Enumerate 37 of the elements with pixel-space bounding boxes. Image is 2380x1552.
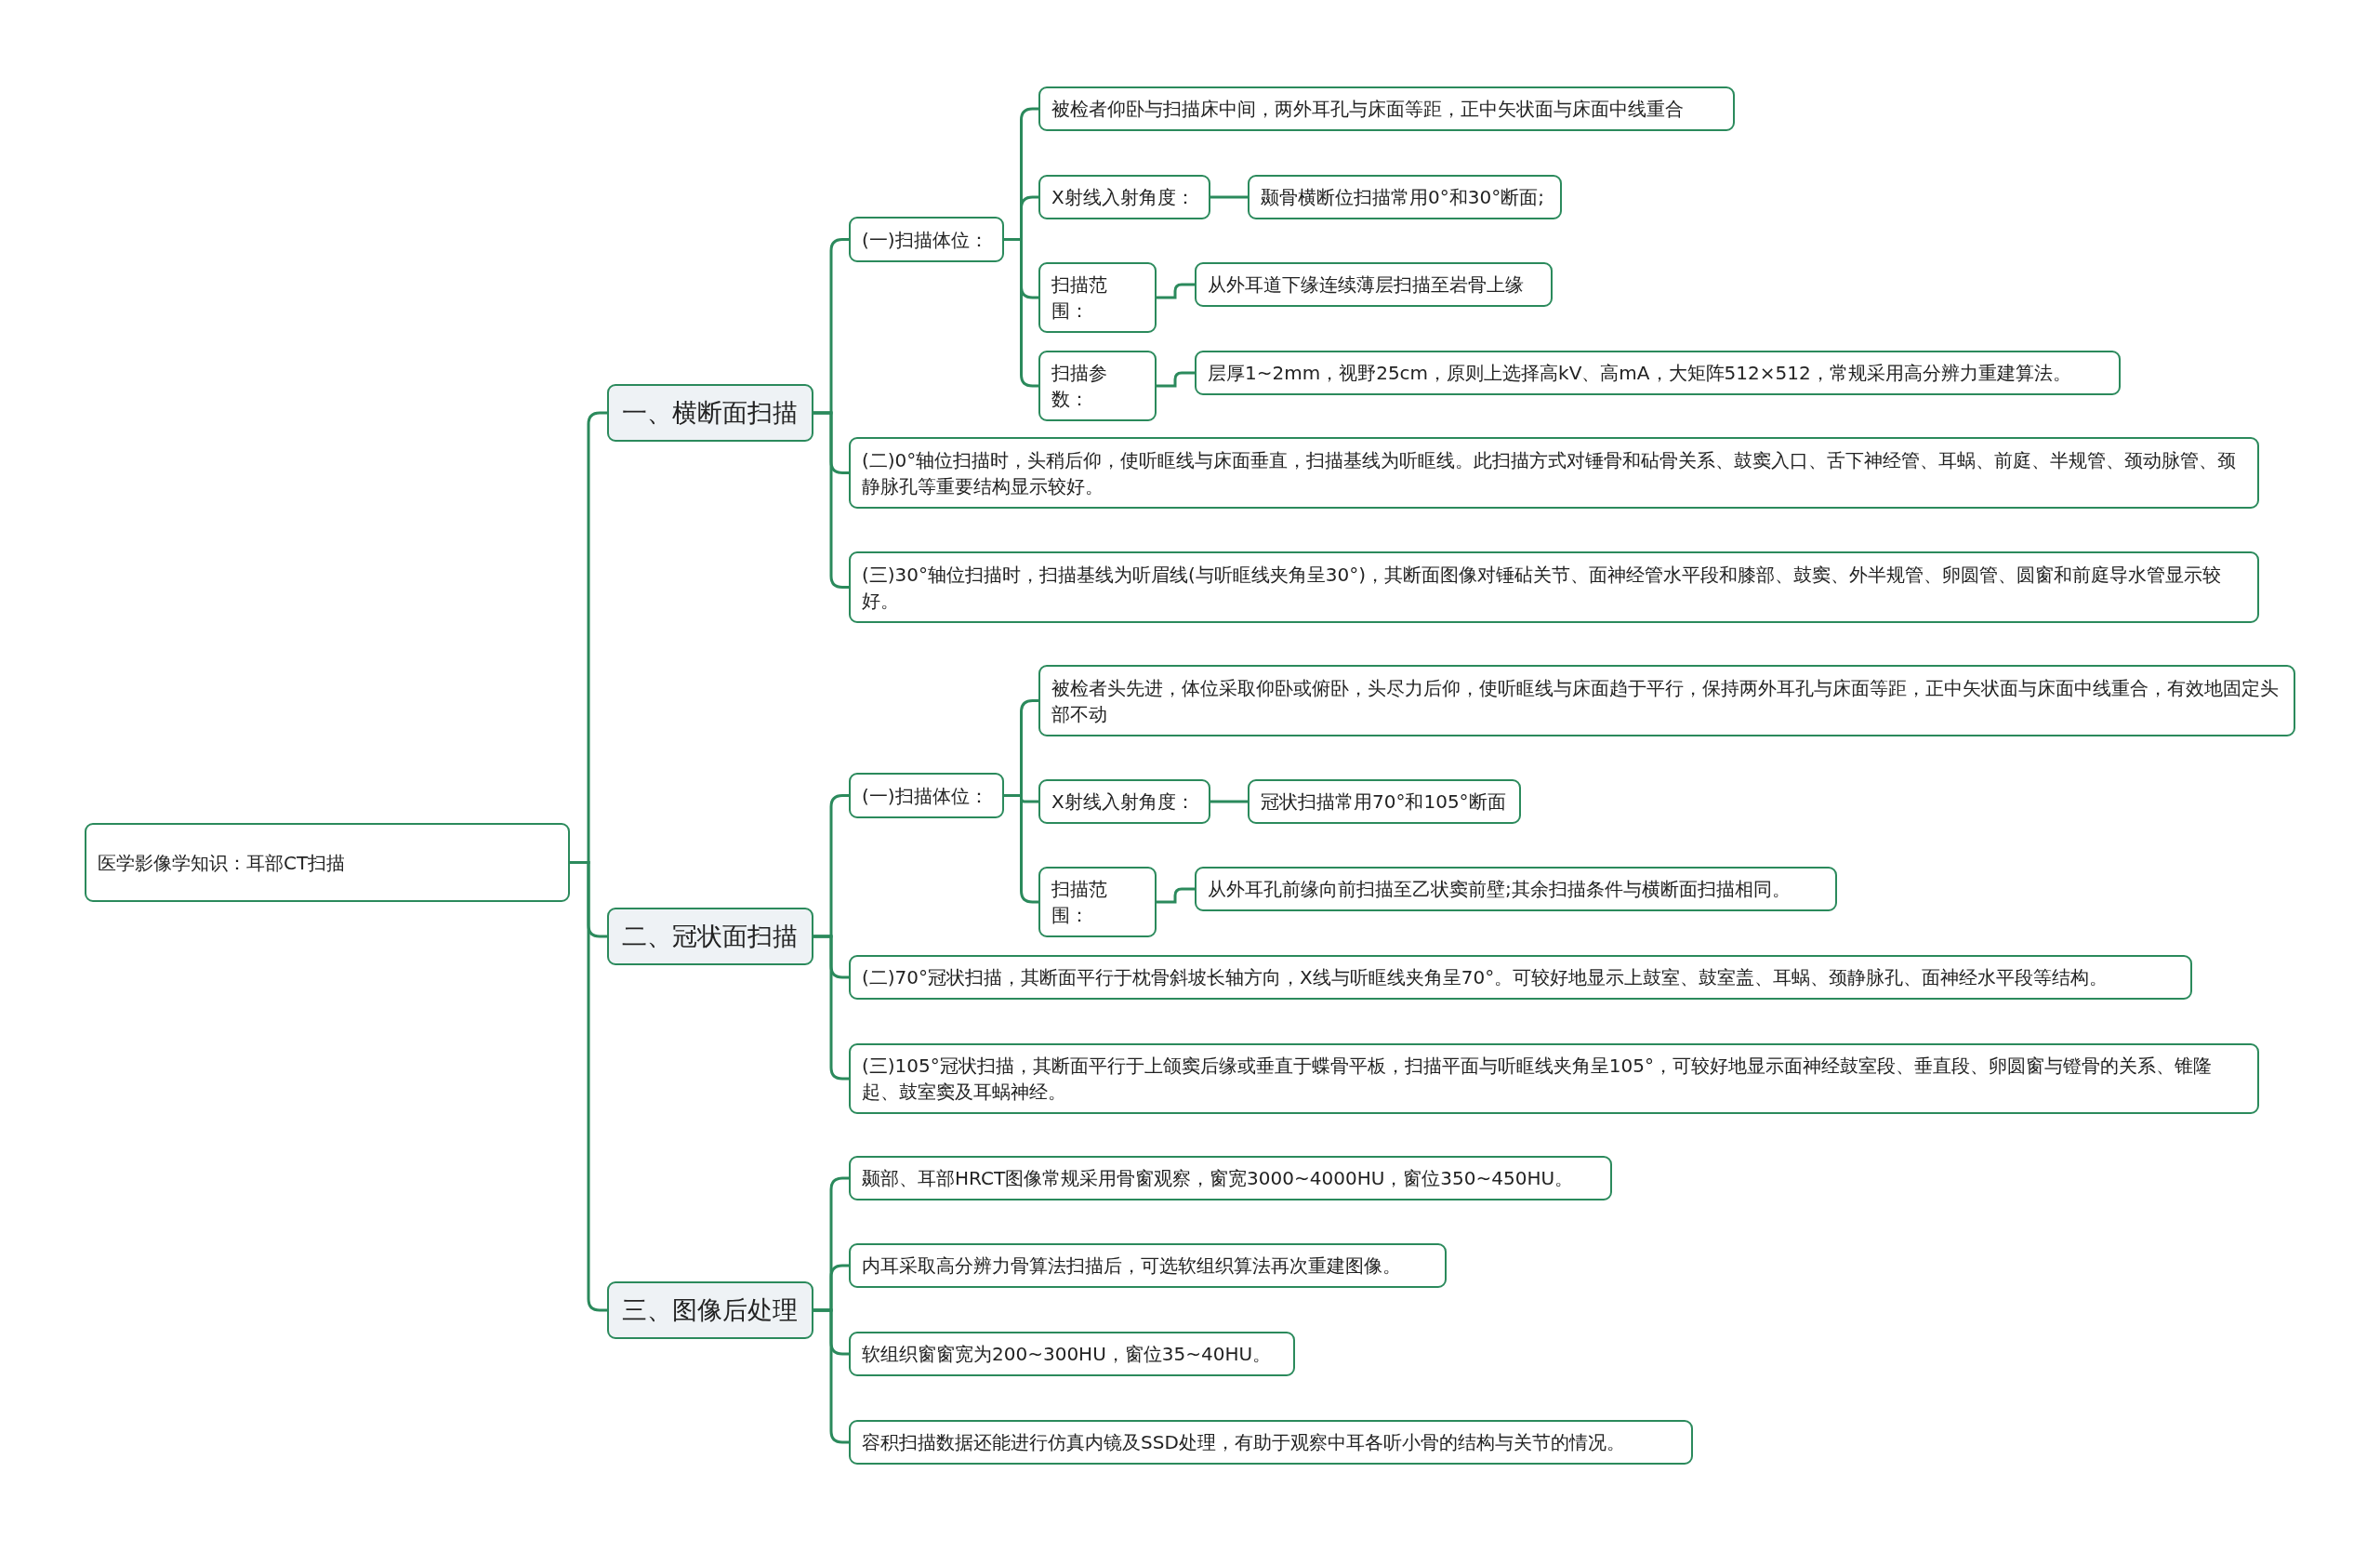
subtopic-box: (三)30°轴位扫描时，扫描基线为听眉线(与听眶线夹角呈30°)，其断面图像对锤砧关节、面神经管水平段和膝部、鼓窦、外半规管、卵圆管、圆窗和前庭导水管显示较好。 bbox=[849, 551, 2259, 623]
subtopic-box: 从外耳道下缘连续薄层扫描至岩骨上缘 bbox=[1195, 262, 1553, 307]
subtopic-box: 被检者头先进，体位采取仰卧或俯卧，头尽力后仰，使听眶线与床面趋于平行，保持两外耳孔与床面等距，正中矢状面与床面中线重合，有效地固定头部不动 bbox=[1038, 665, 2295, 736]
subtopic-box: 冠状扫描常用70°和105°断面 bbox=[1248, 779, 1521, 824]
connector-line bbox=[1157, 283, 1195, 299]
subtopic-box: 内耳采取高分辨力骨算法扫描后，可选软组织算法再次重建图像。 bbox=[849, 1243, 1447, 1288]
connector-line bbox=[1004, 238, 1038, 388]
subtopic-box: (二)0°轴位扫描时，头稍后仰，使听眶线与床面垂直，扫描基线为听眶线。此扫描方式对锤骨和砧骨关系、鼓窦入口、舌下神经管、耳蜗、前庭、半规管、颈动脉管、颈静脉孔等重要结构显示较好。 bbox=[849, 437, 2259, 509]
branch-topic: 二、冠状面扫描 bbox=[607, 908, 813, 965]
subtopic-box: 扫描参数： bbox=[1038, 351, 1157, 421]
connector-line bbox=[813, 1308, 849, 1444]
subtopic-box: 颞部、耳部HRCT图像常规采用骨窗观察，窗宽3000~4000HU，窗位350~450HU。 bbox=[849, 1156, 1612, 1200]
subtopic-box: 容积扫描数据还能进行仿真内镜及SSD处理，有助于观察中耳各听小骨的结构与关节的情况。 bbox=[849, 1420, 1693, 1465]
subtopic-box: 层厚1~2mm，视野25cm，原则上选择高kV、高mA，大矩阵512×512，常规采用高分辨力重建算法。 bbox=[1195, 351, 2121, 395]
subtopic-box: (二)70°冠状扫描，其断面平行于枕骨斜坡长轴方向，X线与听眶线夹角呈70°。可较好地显示上鼓室、鼓室盖、耳蜗、颈静脉孔、面神经水平段等结构。 bbox=[849, 955, 2192, 1000]
subtopic-box: X射线入射角度： bbox=[1038, 779, 1210, 824]
subtopic-box: 软组织窗窗宽为200~300HU，窗位35~40HU。 bbox=[849, 1332, 1295, 1376]
subtopic-box: (一)扫描体位： bbox=[849, 773, 1004, 818]
connector-line bbox=[1157, 887, 1195, 904]
subtopic-box: 扫描范围： bbox=[1038, 867, 1157, 937]
connector-line bbox=[813, 411, 849, 589]
subtopic-box: 医学影像学知识：耳部CT扫描 bbox=[85, 823, 570, 902]
subtopic-box: X射线入射角度： bbox=[1038, 175, 1210, 219]
connector-line bbox=[570, 861, 607, 1312]
subtopic-box: 扫描范围： bbox=[1038, 262, 1157, 333]
connector-line bbox=[1210, 195, 1248, 199]
subtopic-box: 从外耳孔前缘向前扫描至乙状窦前壁;其余扫描条件与横断面扫描相同。 bbox=[1195, 867, 1837, 911]
subtopic-box: 被检者仰卧与扫描床中间，两外耳孔与床面等距，正中矢状面与床面中线重合 bbox=[1038, 86, 1735, 131]
connector-line bbox=[813, 935, 849, 1081]
connector-line bbox=[1157, 371, 1195, 388]
branch-topic: 一、横断面扫描 bbox=[607, 384, 813, 442]
subtopic-box: (三)105°冠状扫描，其断面平行于上颌窦后缘或垂直于蝶骨平板，扫描平面与听眶线夹角呈105°，可较好地显示面神经鼓室段、垂直段、卵圆窗与镫骨的关系、锥隆起、鼓室窦及耳蜗神经。 bbox=[849, 1043, 2259, 1114]
branch-topic: 三、图像后处理 bbox=[607, 1281, 813, 1339]
subtopic-box: 颞骨横断位扫描常用0°和30°断面; bbox=[1248, 175, 1562, 219]
connector-line bbox=[1004, 794, 1038, 904]
subtopic-box: (一)扫描体位： bbox=[849, 217, 1004, 262]
connector-line bbox=[1210, 800, 1248, 803]
